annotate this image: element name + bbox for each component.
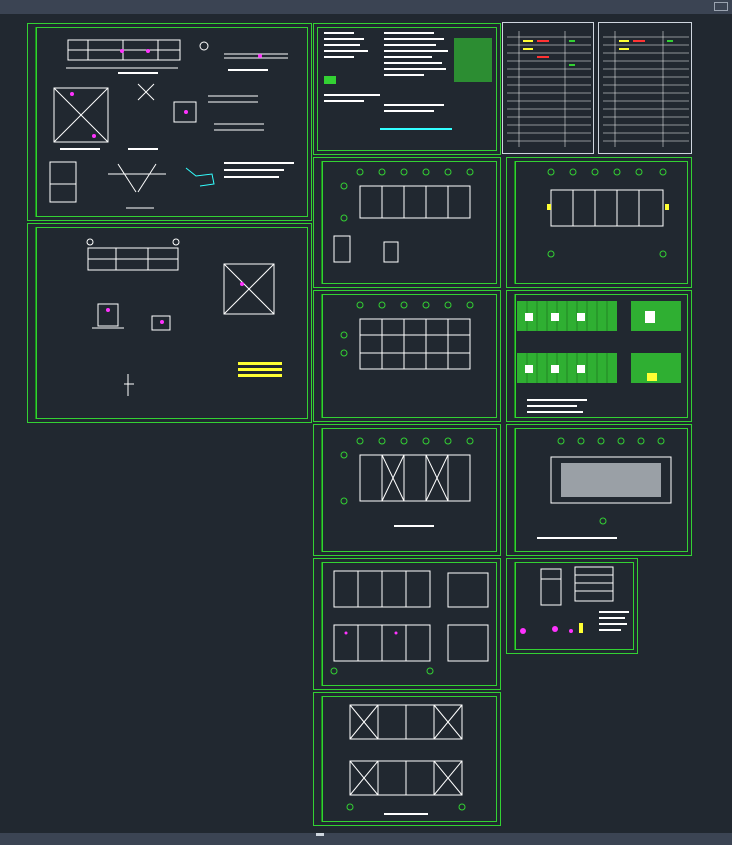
- sheet-portal-detail[interactable]: [506, 558, 638, 654]
- sheet-detail-1[interactable]: [27, 23, 312, 221]
- sheet-plan-3[interactable]: [313, 290, 501, 422]
- sheet-bracing-plan[interactable]: [313, 692, 501, 826]
- sheet-elevations[interactable]: [506, 290, 692, 422]
- title-block-strip: [315, 294, 322, 418]
- title-block-strip: [508, 428, 515, 552]
- portal-detail-drawing: [520, 566, 629, 634]
- sheet-border: [515, 294, 688, 418]
- building-elevations: [517, 301, 681, 413]
- title-block-strip: [29, 27, 36, 217]
- sheet-border: [322, 562, 497, 686]
- frame-elevations: [330, 570, 489, 675]
- detail-drawings: [49, 39, 294, 209]
- sheet-general-notes[interactable]: [313, 23, 501, 155]
- sheet-border: [317, 27, 497, 151]
- window-title-bar: [0, 0, 732, 14]
- roof-plan-drawing: [537, 437, 672, 539]
- sheet-border: [515, 428, 688, 552]
- sheet-drawing-list-a[interactable]: [502, 22, 594, 154]
- sheet-border: [322, 294, 497, 418]
- sheet-roof-plan[interactable]: [506, 424, 692, 556]
- sheet-plan-4[interactable]: [313, 424, 501, 556]
- title-block-strip: [508, 562, 515, 650]
- roof-panels: [561, 463, 661, 497]
- column-grid-plan: [333, 168, 474, 263]
- title-block-strip: [315, 161, 322, 284]
- title-block-strip: [315, 696, 322, 822]
- sheet-drawing-list-b[interactable]: [598, 22, 692, 154]
- sheet-border: [515, 161, 688, 284]
- title-block-strip: [315, 562, 322, 686]
- sheet-plan-2[interactable]: [506, 157, 692, 288]
- bracing-plan-drawing: [346, 704, 466, 815]
- title-block-strip: [29, 227, 36, 419]
- maximize-icon[interactable]: [714, 2, 728, 11]
- sheet-border: [36, 227, 308, 419]
- detail-drawings: [86, 238, 282, 396]
- sheet-border: [515, 562, 634, 650]
- crosshair-cursor-icon: [316, 833, 324, 836]
- column-grid-plan: [340, 301, 474, 370]
- drawing-list-table: [603, 31, 689, 147]
- command-line[interactable]: [0, 833, 732, 845]
- sheet-detail-2[interactable]: [27, 223, 312, 423]
- column-grid-plan: [340, 437, 474, 527]
- column-grid-plan: [547, 168, 669, 258]
- sheet-border: [322, 161, 497, 284]
- sheet-border: [322, 696, 497, 822]
- notes-text-block: [324, 32, 492, 130]
- sheet-border: [36, 27, 308, 217]
- title-block-strip: [315, 428, 322, 552]
- drawing-list-table: [507, 31, 591, 147]
- sheet-border: [322, 428, 497, 552]
- title-block-strip: [508, 161, 515, 284]
- sheet-plan-1[interactable]: [313, 157, 501, 288]
- title-block-strip: [508, 294, 515, 418]
- sheet-frame-1[interactable]: [313, 558, 501, 690]
